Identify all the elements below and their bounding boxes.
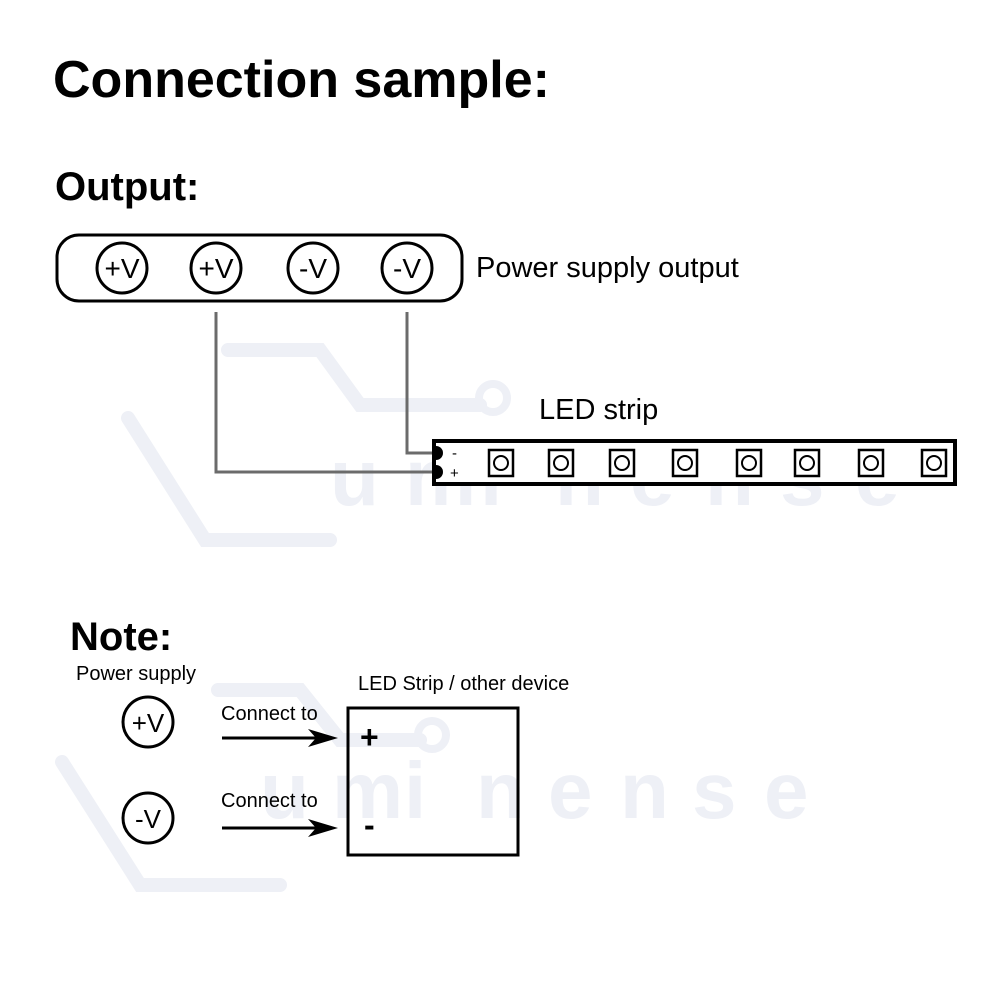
connect-to-label-positive: Connect to — [221, 703, 318, 725]
led-strip-pad-negative — [436, 446, 443, 460]
arrow-positive-head — [308, 729, 338, 747]
led-chip-lens — [799, 455, 815, 471]
watermark-letter: s — [692, 746, 737, 835]
device-pin-positive: + — [360, 719, 379, 755]
note-terminal-circle — [121, 695, 175, 749]
connect-to-label-negative: Connect to — [221, 790, 318, 812]
watermark-letter: m — [332, 746, 403, 835]
pad-label-negative: - — [452, 445, 457, 462]
led-chip — [857, 448, 885, 478]
led-chip-frame — [857, 448, 885, 478]
led-chip — [608, 448, 636, 478]
wire-positive — [214, 312, 438, 474]
led-chip — [671, 448, 699, 478]
output-terminal: -V — [380, 241, 434, 295]
output-terminal: -V — [286, 241, 340, 295]
watermark-letter: e — [548, 746, 593, 835]
terminal-label: -V — [393, 253, 421, 284]
watermark-circuit-node-bottom — [414, 717, 450, 753]
watermark-circuit-line-top-2 — [221, 343, 487, 412]
wire-negative — [405, 312, 438, 455]
note-terminal: -V — [121, 791, 175, 845]
power-supply-output-label: Power supply output — [476, 252, 739, 284]
led-chip — [735, 448, 763, 478]
watermark-circuit-node-top — [475, 380, 511, 416]
arrow-negative-head — [308, 819, 338, 837]
led-chip-frame — [547, 448, 575, 478]
led-chip-frame — [793, 448, 821, 478]
note-terminal-label: +V — [132, 708, 165, 738]
led-strip-label: LED strip — [539, 394, 659, 426]
led-chip — [487, 448, 515, 478]
pad-label-positive: + — [450, 465, 459, 482]
led-chip — [547, 448, 575, 478]
led-chip — [920, 448, 948, 478]
terminal-circle — [95, 241, 149, 295]
page-title: Connection sample: — [53, 51, 550, 109]
terminal-label: -V — [299, 253, 327, 284]
watermark-letter: n — [620, 746, 669, 835]
led-chip-lens — [553, 455, 569, 471]
terminal-circle — [380, 241, 434, 295]
output-heading: Output: — [55, 165, 200, 209]
terminal-label: +V — [104, 253, 139, 284]
watermark-circuit-line-bottom-2 — [211, 683, 427, 747]
led-chip-frame — [671, 448, 699, 478]
terminal-circle — [189, 241, 243, 295]
note-terminal: +V — [121, 695, 175, 749]
led-chip-lens — [677, 455, 693, 471]
note-terminal-circle — [121, 791, 175, 845]
device-pin-negative: - — [364, 807, 375, 843]
led-chip-frame — [608, 448, 636, 478]
led-chip-lens — [926, 455, 942, 471]
terminal-circle — [286, 241, 340, 295]
terminal-label: +V — [198, 253, 233, 284]
power-supply-output-block — [55, 233, 464, 303]
watermark-circuit-line-bottom — [55, 755, 287, 892]
led-chip — [793, 448, 821, 478]
led-chip-lens — [493, 455, 509, 471]
note-power-supply-label: Power supply — [76, 663, 197, 685]
watermark-letter: e — [764, 746, 809, 835]
led-chip-lens — [614, 455, 630, 471]
watermark-circuit-line-top — [121, 411, 337, 547]
led-strip-pad-positive — [436, 465, 443, 479]
output-terminal: +V — [95, 241, 149, 295]
led-chip-frame — [735, 448, 763, 478]
watermark-letter: i — [404, 746, 426, 835]
led-chip-frame — [920, 448, 948, 478]
output-terminal: +V — [189, 241, 243, 295]
led-chip-frame — [487, 448, 515, 478]
led-chip-lens — [741, 455, 757, 471]
watermark-letter: u — [260, 746, 309, 835]
device-box — [346, 706, 520, 857]
note-device-label: LED Strip / other device — [358, 673, 570, 695]
led-chip-lens — [863, 455, 879, 471]
note-heading: Note: — [70, 615, 173, 659]
note-terminal-label: -V — [135, 804, 162, 834]
watermark-letter: u — [330, 433, 379, 522]
